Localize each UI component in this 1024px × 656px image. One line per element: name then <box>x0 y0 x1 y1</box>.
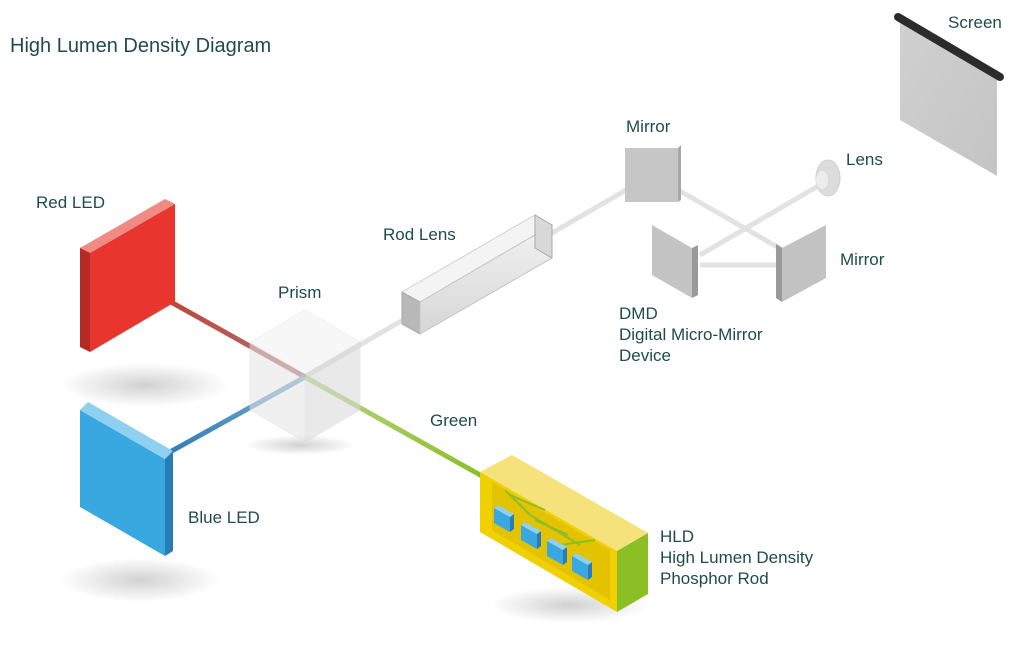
label-dmd-full: Digital Micro-Mirror <box>619 325 763 344</box>
red-led-shadow <box>60 363 230 407</box>
rod-lens <box>400 214 553 335</box>
mirror-right <box>776 225 826 302</box>
prism-cube <box>249 309 361 443</box>
phosphor-chip-1 <box>494 505 514 532</box>
phosphor-chip-4 <box>572 553 592 580</box>
red-led-panel <box>80 199 175 352</box>
prism-shadow <box>245 435 355 455</box>
diagram-title: High Lumen Density Diagram <box>10 35 272 57</box>
phosphor-chip-2 <box>521 522 541 549</box>
light-path-dmd-to-lens <box>698 179 827 258</box>
label-screen: Screen <box>948 13 1002 32</box>
dmd-mirror <box>652 225 698 298</box>
blue-led-shadow <box>60 558 220 602</box>
label-mirror-right: Mirror <box>840 250 885 269</box>
phosphor-chip-3 <box>547 538 567 565</box>
projection-screen <box>894 13 1004 176</box>
label-green: Green <box>430 411 478 430</box>
lens-element <box>815 159 841 197</box>
label-dmd: DMD <box>619 304 658 323</box>
label-mirror-top: Mirror <box>626 117 671 136</box>
label-prism: Prism <box>278 283 322 302</box>
label-rod-lens: Rod Lens <box>383 225 456 244</box>
blue-led-panel <box>80 402 173 556</box>
label-dmd-device: Device <box>619 346 671 365</box>
label-hld-full: High Lumen Density <box>660 548 814 567</box>
label-red-led: Red LED <box>36 193 105 212</box>
label-hld: HLD <box>660 527 695 546</box>
label-hld-rod: Phosphor Rod <box>660 569 769 588</box>
mirror-top <box>625 145 681 202</box>
label-blue-led: Blue LED <box>188 508 260 527</box>
label-lens: Lens <box>846 150 883 169</box>
